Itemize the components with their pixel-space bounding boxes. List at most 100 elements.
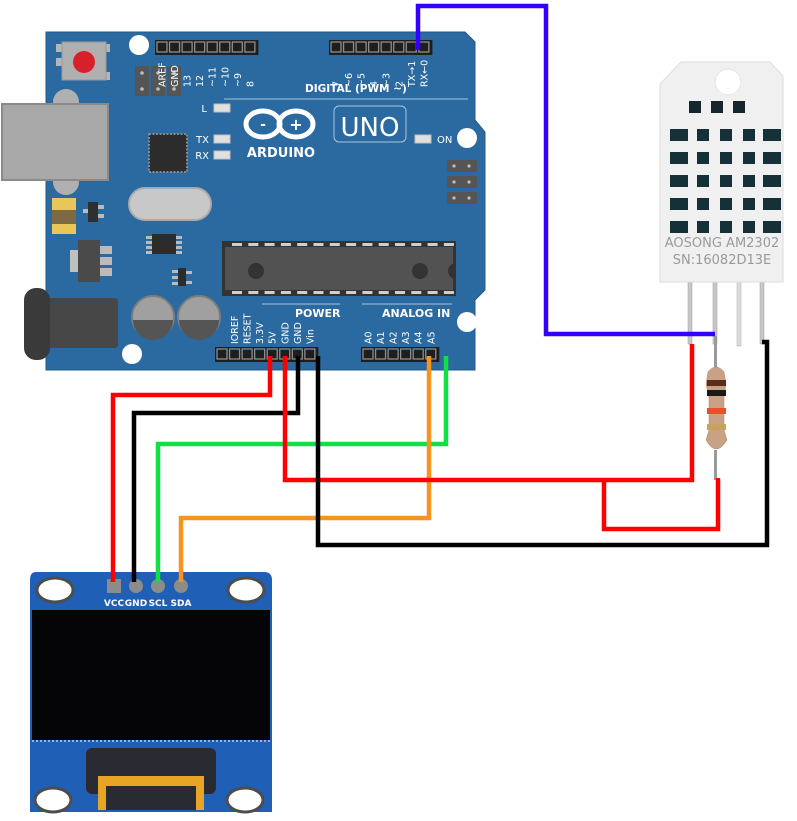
digital-pin[interactable]: [168, 41, 181, 53]
oled-pin-scl[interactable]: [151, 579, 165, 593]
electrolytic-capacitor: [131, 295, 175, 340]
digital-pin[interactable]: [206, 41, 218, 53]
digital-pin[interactable]: [405, 41, 417, 53]
pullup-resistor: [705, 336, 728, 480]
wire-d2-to-sensor-data: [415, 3, 715, 337]
oled-mounting-hole: [33, 786, 73, 814]
digital-pin[interactable]: [219, 41, 231, 53]
digital-pin-label: GND: [170, 65, 181, 87]
reset-button[interactable]: [56, 41, 110, 81]
power-pin[interactable]: [304, 348, 316, 360]
oled-pin-gnd[interactable]: [129, 579, 143, 593]
mounting-hole: [122, 344, 142, 364]
digital-pin-label: 7: [332, 81, 343, 87]
digital-pin-label: ~5: [357, 73, 368, 87]
oled-pin-sda[interactable]: [174, 579, 188, 593]
digital-pin-label: ~3: [382, 73, 393, 87]
analog-pin[interactable]: [412, 348, 424, 360]
led-l: [213, 103, 231, 113]
digital-pin-label: ~11: [208, 67, 219, 87]
resistor-band-black: [707, 390, 726, 396]
power-pin[interactable]: [216, 348, 228, 360]
digital-pin[interactable]: [231, 41, 243, 53]
digital-pin[interactable]: [244, 41, 256, 53]
analog-header: [361, 347, 440, 362]
digital-header-left: [155, 40, 259, 55]
sensor-brand-text: AOSONG AM2302: [665, 236, 780, 251]
digital-pin-label: 2: [394, 81, 405, 87]
oled-pin-label: SCL: [149, 599, 168, 609]
digital-pin-label: RX←0: [419, 60, 430, 87]
led-l-label: L: [201, 104, 207, 115]
digital-pin[interactable]: [193, 41, 206, 53]
uno-badge: [333, 105, 407, 143]
dc-power-jack: [24, 288, 118, 360]
arduino-uno-board: L TX RX ON - + ARDUINO UNO: [1, 31, 486, 371]
mounting-hole: [457, 312, 477, 332]
oled-mounting-hole: [226, 576, 266, 604]
logo-minus: -: [260, 117, 266, 133]
digital-pin-label: 4: [369, 81, 380, 87]
digital-pin[interactable]: [342, 41, 355, 53]
digital-pin[interactable]: [355, 41, 367, 53]
digital-pin[interactable]: [380, 41, 392, 53]
power-pin[interactable]: [253, 348, 266, 360]
digital-header-right: [329, 40, 433, 55]
analog-pin[interactable]: [387, 348, 399, 360]
digital-pin-label: 12: [195, 75, 206, 87]
analog-pin[interactable]: [362, 348, 374, 360]
analog-pin-label: A3: [401, 331, 412, 344]
wire-a4-to-oled-sda: [178, 356, 432, 582]
power-pin-label: 3.3V: [255, 322, 266, 344]
digital-pin[interactable]: [330, 41, 342, 53]
power-pin[interactable]: [228, 348, 241, 360]
wires: [110, 3, 770, 582]
oled-pin-vcc[interactable]: [107, 579, 121, 593]
digital-pin[interactable]: [367, 41, 380, 53]
digital-pin[interactable]: [393, 41, 405, 53]
analog-pin-label: A0: [364, 331, 375, 344]
power-pin-label: IOREF: [230, 316, 241, 344]
sensor-vent-grid: [670, 101, 781, 233]
icsp-header-right: [447, 160, 477, 204]
resistor-band-brown: [707, 380, 726, 386]
led-tx: [213, 134, 231, 144]
mounting-hole: [129, 35, 149, 55]
digital-pin-label: ~6: [344, 73, 355, 87]
mounting-hole: [457, 128, 477, 148]
digital-pin-label: TX→1: [407, 61, 418, 88]
digital-pin-label: ~9: [233, 73, 244, 87]
usb-connector: [1, 89, 109, 195]
oled-mounting-hole: [35, 576, 75, 604]
analog-pin-label: A5: [426, 331, 437, 344]
power-pin-label: 5V: [268, 331, 279, 344]
analog-pin-label: A2: [389, 331, 400, 344]
power-pin-label: GND: [293, 322, 304, 344]
small-transistor: [172, 268, 192, 286]
power-pin[interactable]: [241, 348, 253, 360]
oled-pin-label: VCC: [104, 599, 125, 609]
digital-pin[interactable]: [418, 41, 430, 53]
tantalum-capacitor: [52, 198, 76, 234]
resistor-band-gold: [707, 424, 726, 430]
analog-pin-label: A4: [414, 331, 425, 344]
digital-header-label: DIGITAL (PWM ~): [305, 83, 407, 95]
power-pin-label: RESET: [243, 313, 254, 344]
sensor-pin-gnd: [759, 277, 765, 345]
sensor-serial-text: SN:16082D13E: [673, 253, 771, 268]
analog-pin[interactable]: [374, 348, 387, 360]
power-pin-label: Vin: [305, 329, 316, 344]
oled-pin-label: SDA: [171, 599, 192, 609]
digital-pin[interactable]: [156, 41, 168, 53]
digital-pin[interactable]: [181, 41, 193, 53]
oled-screen: [32, 610, 270, 740]
resistor-band-orange: [707, 408, 726, 414]
analog-pin[interactable]: [399, 348, 412, 360]
digital-pin-label: 13: [183, 75, 194, 87]
led-on: [414, 134, 432, 144]
led-tx-label: TX: [195, 135, 209, 146]
analog-header-label: ANALOG IN: [382, 307, 450, 320]
transistor: [83, 202, 104, 222]
wire-5v-to-sensor-vcc: [282, 344, 695, 483]
